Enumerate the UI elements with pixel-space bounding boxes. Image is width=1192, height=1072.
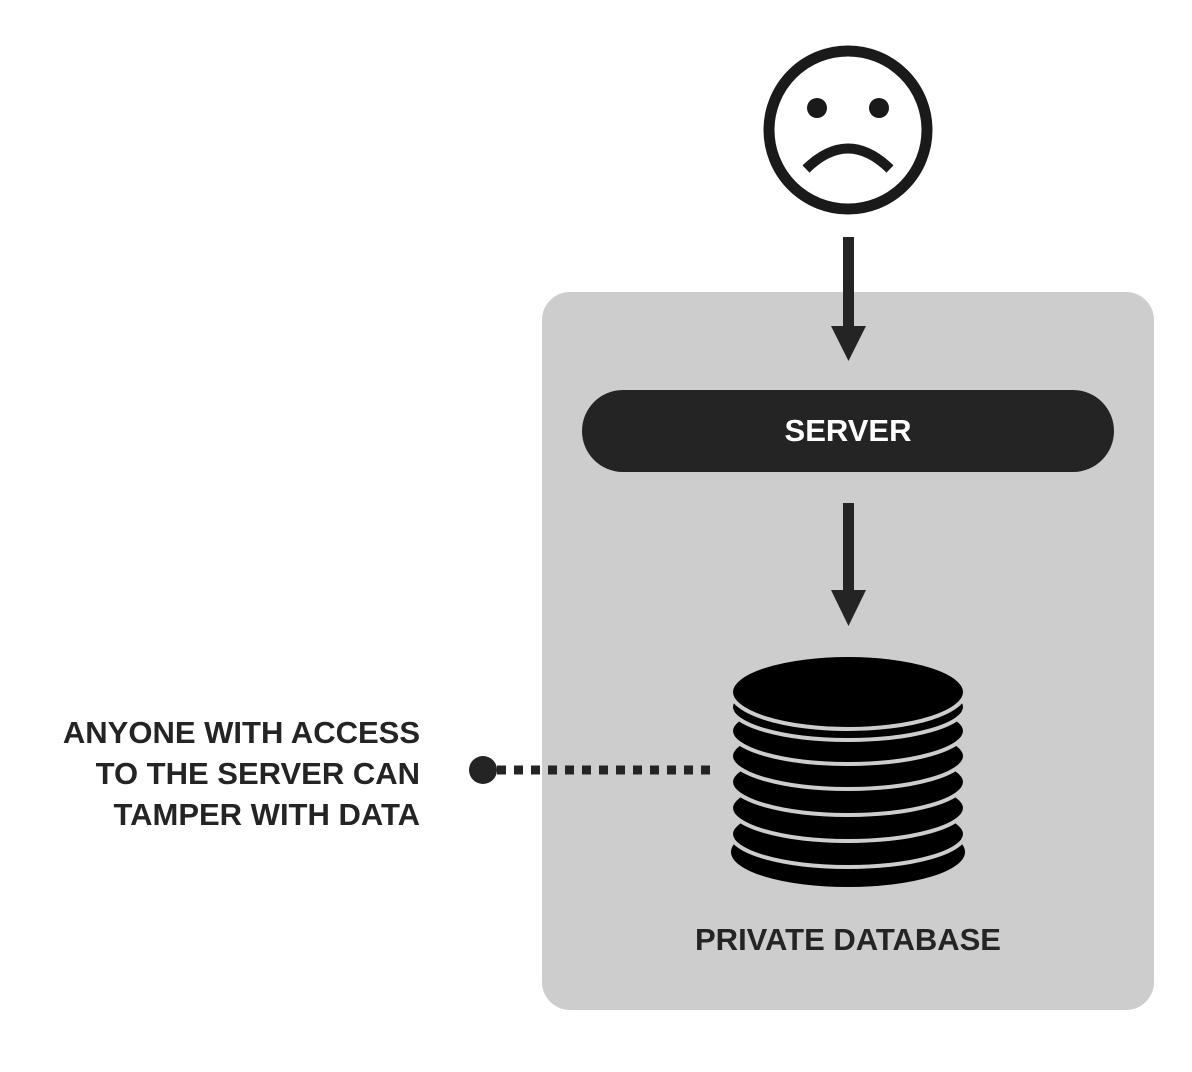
- annotation-line-3: TAMPER WITH DATA: [113, 797, 420, 832]
- annotation-line-2: TO THE SERVER CAN: [95, 756, 420, 791]
- database-icon: [729, 653, 967, 887]
- server-label: SERVER: [784, 413, 912, 448]
- arrow-server-to-database: [831, 503, 866, 626]
- annotation-line-1: ANYONE WITH ACCESS: [62, 715, 420, 750]
- arrow-user-to-server: [831, 237, 866, 361]
- server-node: SERVER: [582, 390, 1114, 472]
- annotation-connector: [469, 756, 716, 784]
- annotation-text: ANYONE WITH ACCESS TO THE SERVER CAN TAM…: [0, 712, 420, 835]
- database-label: PRIVATE DATABASE: [695, 922, 1001, 957]
- sad-face-icon: [763, 45, 933, 215]
